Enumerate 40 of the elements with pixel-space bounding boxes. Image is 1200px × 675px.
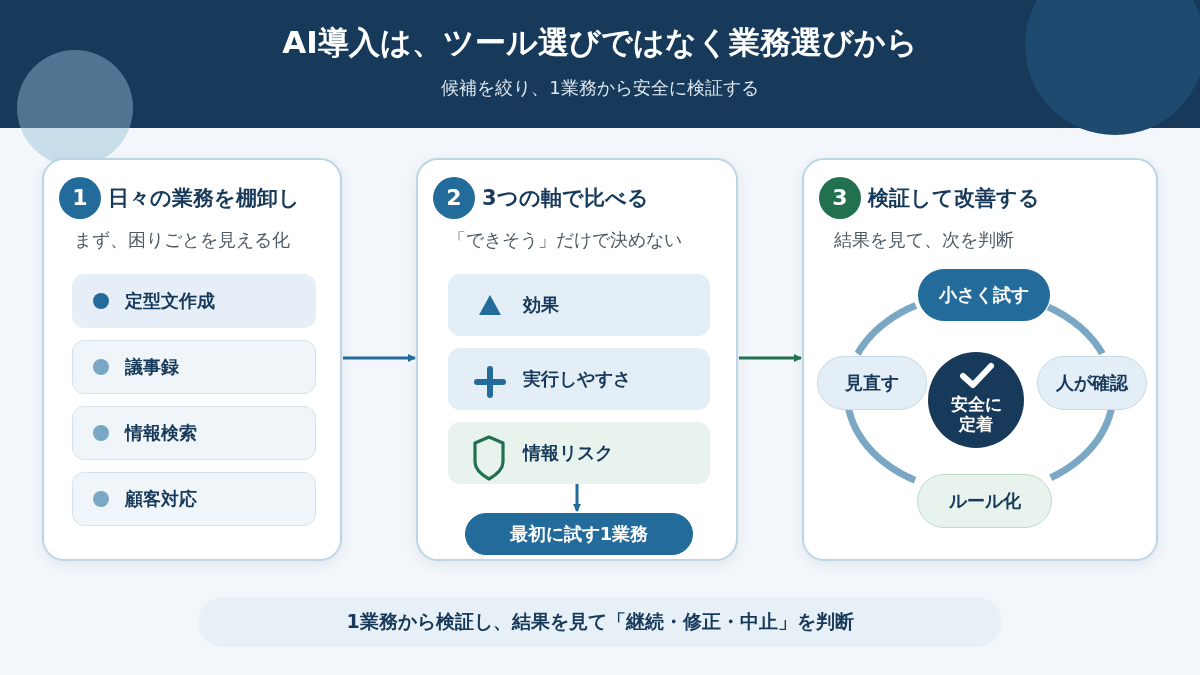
arrow	[573, 482, 581, 512]
number-badge: 2	[433, 177, 475, 219]
step-card	[802, 158, 1158, 561]
center-label: 安全に定着	[949, 394, 1003, 434]
step-pill: 最初に試す1業務	[465, 513, 693, 555]
row-label: 定型文作成	[125, 289, 215, 313]
row-label: 実行しやすさ	[523, 367, 631, 391]
card-subtitle: 結果を見て、次を判断	[834, 229, 1014, 252]
summary-banner: 1業務から検証し、結果を見て「継続・修正・中止」を判断	[198, 597, 1002, 647]
criterion-row	[72, 274, 316, 328]
row-label: 議事録	[125, 355, 179, 379]
step-pill: 見直す	[817, 356, 927, 410]
row-label: 顧客対応	[125, 487, 197, 511]
row-label: 効果	[523, 293, 559, 317]
card-subtitle: まず、困りごとを見える化	[74, 229, 290, 252]
step-pill: 小さく試す	[918, 269, 1050, 321]
criterion-row	[72, 406, 316, 460]
card-heading: 検証して改善する	[868, 185, 1040, 212]
step-pill: 人が確認	[1037, 356, 1147, 410]
number-badge: 3	[819, 177, 861, 219]
cycle-arc	[854, 302, 919, 357]
card-heading: 3つの軸で比べる	[482, 185, 649, 212]
subtitle: 候補を絞り、1業務から安全に検証する	[440, 76, 760, 100]
criterion-row	[72, 340, 316, 394]
row-label: 情報検索	[125, 421, 197, 445]
step-pill: ルール化	[917, 474, 1052, 528]
arrow	[739, 354, 802, 362]
card-heading: 日々の業務を棚卸し	[108, 185, 300, 212]
step-card	[416, 158, 738, 561]
criterion-row	[448, 348, 710, 410]
criterion-row	[448, 274, 710, 336]
criterion-row	[72, 472, 316, 526]
title: AI導入は、ツール選びではなく業務選びから	[281, 23, 919, 62]
step-card	[42, 158, 342, 561]
number-badge: 1	[59, 177, 101, 219]
card-subtitle: 「できそう」だけで決めない	[448, 229, 682, 252]
row-label: 情報リスク	[523, 441, 613, 465]
criterion-row	[448, 422, 710, 484]
cycle-arc	[1045, 303, 1106, 357]
arrow	[343, 354, 416, 362]
